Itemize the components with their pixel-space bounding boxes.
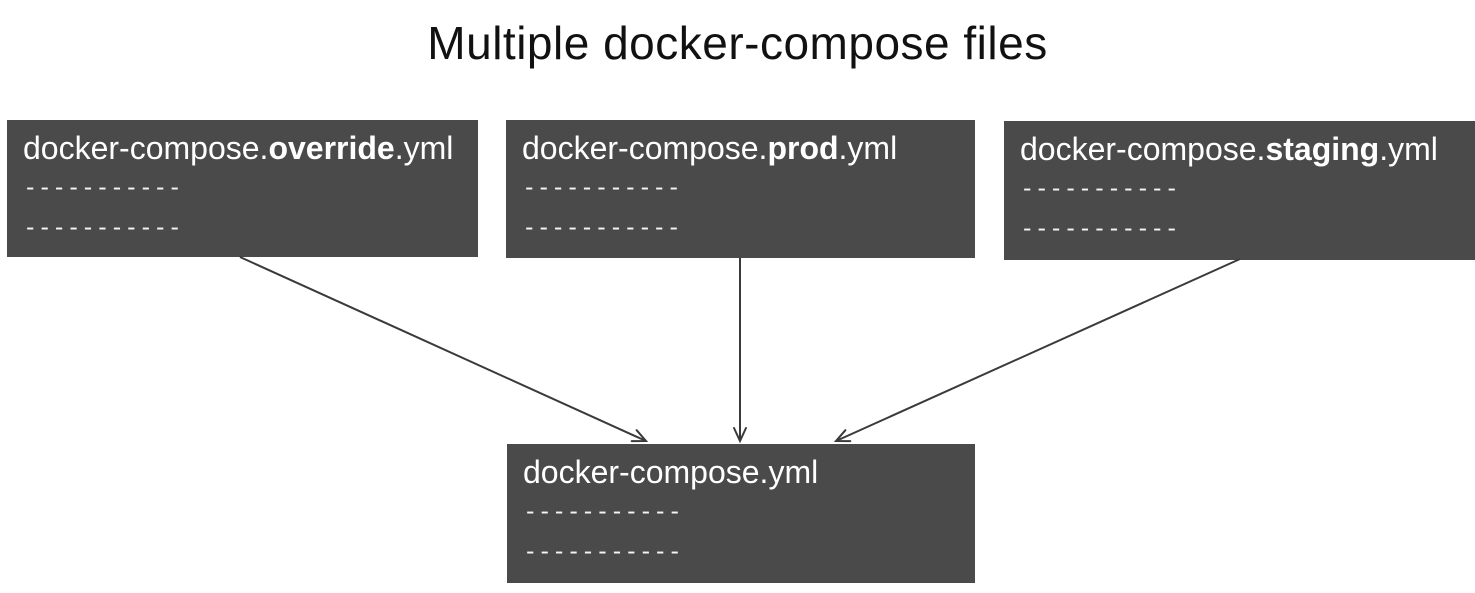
placeholder-line: ----------- [23,173,182,201]
file-box-staging: docker-compose.staging.yml ----------- -… [1004,121,1475,260]
file-name-prefix: docker-compose. [23,130,269,166]
file-name-suffix: .yml [838,130,898,166]
file-name-env: override [268,130,395,166]
file-name-suffix: .yml [1379,131,1438,167]
file-name-prefix: docker-compose. [1020,131,1266,167]
placeholder-line: ----------- [23,213,182,241]
file-box-base: docker-compose.yml ----------- ---------… [507,444,975,583]
file-name-env: prod [767,130,839,166]
file-name: docker-compose.prod.yml [522,129,965,167]
placeholder-line: ----------- [1020,174,1179,202]
file-name-suffix: .yml [394,130,454,166]
placeholder-line: ----------- [1020,214,1179,242]
file-name-env: staging [1265,131,1380,167]
file-name: docker-compose.override.yml [23,129,468,167]
file-box-override: docker-compose.override.yml ----------- … [7,120,478,257]
file-name-prefix: docker-compose.yml [523,454,819,490]
file-box-prod: docker-compose.prod.yml ----------- ----… [506,120,975,258]
arrow-override-to-base [239,256,649,443]
placeholder-line: ----------- [522,213,681,241]
placeholder-line: ----------- [523,537,682,565]
file-name-prefix: docker-compose. [522,130,768,166]
placeholder-line: ----------- [523,497,682,525]
placeholder-line: ----------- [522,173,681,201]
file-name: docker-compose.yml [523,453,965,491]
arrow-staging-to-base [833,258,1241,443]
file-name: docker-compose.staging.yml [1020,130,1465,168]
diagram-title: Multiple docker-compose files [427,17,1048,69]
